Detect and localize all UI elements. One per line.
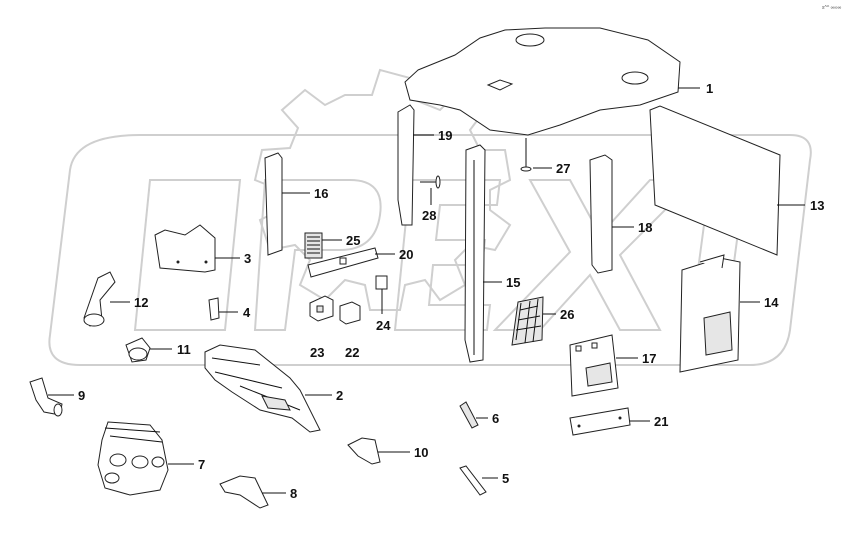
callout-2: 2 xyxy=(336,388,343,403)
callout-17: 17 xyxy=(642,351,656,366)
part-20-strip: 20 xyxy=(307,247,413,278)
callout-14: 14 xyxy=(764,295,779,310)
part-24-plate: 24 xyxy=(375,275,391,333)
part-7-heater-housing: 7 xyxy=(97,421,205,496)
part-5-strip: 5 xyxy=(459,465,509,496)
callout-3: 3 xyxy=(244,251,251,266)
part-18-pillar: 18 xyxy=(589,154,652,274)
part-1-roof-liner: 1 xyxy=(404,27,713,136)
callout-13: 13 xyxy=(810,198,824,213)
callout-10: 10 xyxy=(414,445,428,460)
callout-16: 16 xyxy=(314,186,328,201)
part-23-clip: 23 xyxy=(309,295,334,360)
part-26-mesh: 26 xyxy=(511,296,574,346)
callout-11: 11 xyxy=(177,342,191,357)
callout-12: 12 xyxy=(134,295,148,310)
part-4-clip: 4 xyxy=(208,297,251,321)
callout-23: 23 xyxy=(310,345,324,360)
part-15-long-strip: 15 xyxy=(464,144,520,363)
part-17-cover: 17 xyxy=(569,334,656,397)
callout-5: 5 xyxy=(502,471,509,486)
part-27-screw: 27 xyxy=(520,138,570,176)
part-14-side-panel: 14 xyxy=(679,254,779,373)
part-19-pillar-trim: 19 xyxy=(397,104,452,226)
part-12-duct: 12 xyxy=(83,271,148,327)
part-28-fastener: 28 xyxy=(420,175,441,223)
callout-28: 28 xyxy=(422,208,436,223)
part-13-rear-panel: 13 xyxy=(649,105,824,256)
callout-1: 1 xyxy=(706,81,713,96)
callout-26: 26 xyxy=(560,307,574,322)
part-22-block: 22 xyxy=(339,301,361,360)
part-10-cap: 10 xyxy=(347,437,428,465)
callout-6: 6 xyxy=(492,411,499,426)
callout-4: 4 xyxy=(243,305,251,320)
part-11-elbow: 11 xyxy=(125,337,191,363)
callout-19: 19 xyxy=(438,128,452,143)
part-8-guard: 8 xyxy=(219,475,297,509)
part-16-left-pillar: 16 xyxy=(264,152,328,256)
callout-24: 24 xyxy=(376,318,391,333)
callout-27: 27 xyxy=(556,161,570,176)
callout-15: 15 xyxy=(506,275,520,290)
part-21-plate: 21 xyxy=(569,407,668,436)
callout-25: 25 xyxy=(346,233,360,248)
part-2-dashboard-trim: 2 xyxy=(204,344,343,433)
part-25-grille: 25 xyxy=(304,232,360,259)
callout-7: 7 xyxy=(198,457,205,472)
callout-20: 20 xyxy=(399,247,413,262)
callout-22: 22 xyxy=(345,345,359,360)
part-3-panel: 3 xyxy=(154,224,251,273)
callout-8: 8 xyxy=(290,486,297,501)
callout-9: 9 xyxy=(78,388,85,403)
part-6-clip: 6 xyxy=(459,401,499,429)
corner-mark: s^^ ∞∞∞ xyxy=(822,5,842,11)
callout-21: 21 xyxy=(654,414,668,429)
callout-18: 18 xyxy=(638,220,652,235)
part-9-pipe: 9 xyxy=(29,377,85,417)
